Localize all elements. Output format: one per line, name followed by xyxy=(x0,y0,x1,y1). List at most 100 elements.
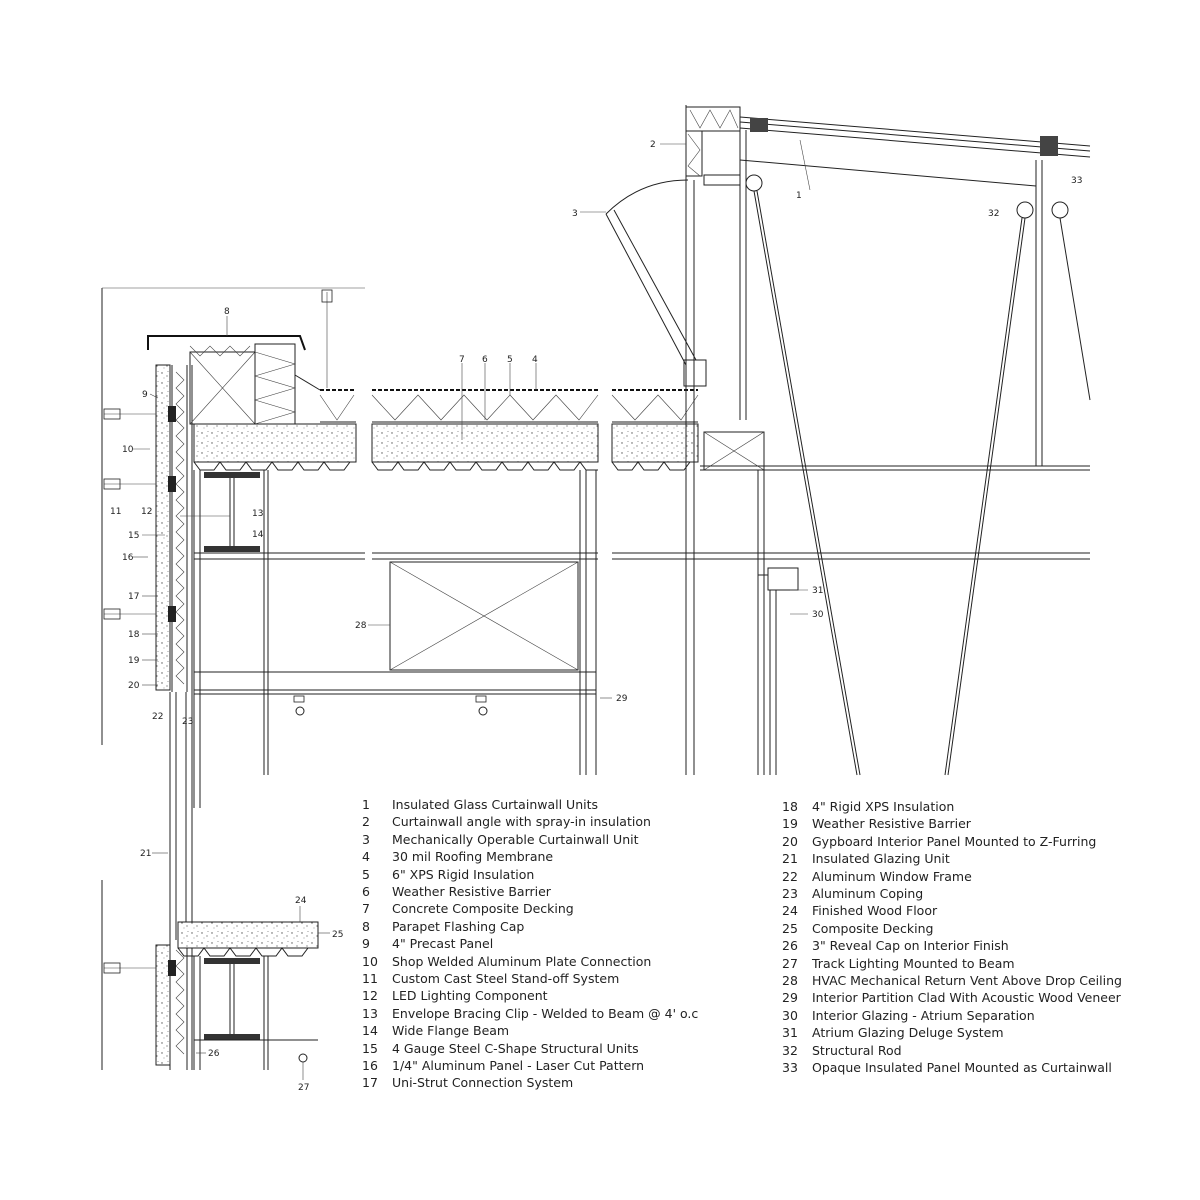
legend-item-number: 21 xyxy=(782,851,798,867)
legend-item-text: Shop Welded Aluminum Plate Connection xyxy=(392,953,652,969)
legend-item: 29 Interior Partition Clad With Acoustic … xyxy=(782,989,1121,1006)
callout-8: 8 xyxy=(224,307,230,317)
legend-item-text: HVAC Mechanical Return Vent Above Drop C… xyxy=(812,973,1122,988)
callout-1: 1 xyxy=(796,191,802,201)
legend-item-number: 24 xyxy=(782,903,798,919)
legend-item-number: 16 xyxy=(362,1058,378,1073)
callout-6: 6 xyxy=(482,355,488,365)
callout-29: 29 xyxy=(616,694,628,704)
callout-leaders xyxy=(133,139,811,1080)
legend-item-text: 3" Reveal Cap on Interior Finish xyxy=(812,938,1009,954)
legend-item-text: Gypboard Interior Panel Mounted to Z-Fur… xyxy=(812,833,1097,849)
legend-item-number: 32 xyxy=(782,1042,798,1058)
callout-18: 18 xyxy=(128,630,140,640)
legend-item-number: 18 xyxy=(782,799,798,814)
legend-item-text: Insulated Glass Curtainwall Units xyxy=(392,797,598,812)
legend-item-number: 22 xyxy=(782,868,798,884)
callout-5: 5 xyxy=(507,355,513,365)
legend-item-text: Envelope Bracing Clip - Welded to Beam @… xyxy=(392,1005,699,1021)
standoff-fittings xyxy=(103,406,176,622)
legend-item-text: Curtainwall angle with spray-in insulati… xyxy=(392,814,651,830)
legend-item: 5 6" XPS Rigid Insulation xyxy=(362,866,534,883)
legend-item-number: 2 xyxy=(362,814,370,830)
legend-item: 8 Parapet Flashing Cap xyxy=(362,918,524,935)
interior-framing xyxy=(180,470,1090,808)
legend-item: 2 Curtainwall angle with spray-in insulat… xyxy=(362,813,651,830)
roof-assembly xyxy=(193,389,699,471)
legend-item-text: Custom Cast Steel Stand-off System xyxy=(392,971,620,986)
callout-12: 12 xyxy=(141,507,152,517)
callout-31: 31 xyxy=(812,586,823,596)
legend-item-text: Interior Partition Clad With Acoustic Wo… xyxy=(812,990,1121,1006)
legend-item-number: 25 xyxy=(782,920,798,936)
callout-15: 15 xyxy=(128,531,139,541)
legend-item-number: 9 xyxy=(362,936,370,952)
legend-item-text: Structural Rod xyxy=(812,1042,902,1058)
callout-11: 11 xyxy=(110,507,121,517)
callout-16: 16 xyxy=(122,553,134,563)
legend-item-text: Finished Wood Floor xyxy=(812,903,938,919)
legend-item: 23 Aluminum Coping xyxy=(782,885,923,902)
legend-item-number: 31 xyxy=(782,1025,798,1041)
legend-item-text: Insulated Glazing Unit xyxy=(812,851,950,867)
legend-item-number: 20 xyxy=(782,833,798,849)
callout-2: 2 xyxy=(650,140,656,150)
legend-item: 20 Gypboard Interior Panel Mounted to Z-F… xyxy=(782,833,1096,850)
legend-item-text: LED Lighting Component xyxy=(392,988,548,1004)
callout-26: 26 xyxy=(208,1049,220,1059)
legend-item-text: Uni-Strut Connection System xyxy=(392,1075,574,1091)
legend-item-text: 30 mil Roofing Membrane xyxy=(392,849,554,865)
legend-item: 26 3" Reveal Cap on Interior Finish xyxy=(782,937,1009,954)
legend-item-number: 14 xyxy=(362,1023,378,1039)
callout-17: 17 xyxy=(128,592,139,602)
legend-item: 32 Structural Rod xyxy=(782,1042,902,1059)
legend-item-number: 5 xyxy=(362,866,370,882)
legend-item-number: 10 xyxy=(362,953,378,969)
legend-item-number: 15 xyxy=(362,1040,378,1056)
legend-item-text: Composite Decking xyxy=(812,920,934,936)
legend-item-text: Parapet Flashing Cap xyxy=(392,918,525,934)
legend-item-text: Weather Resistive Barrier xyxy=(812,816,971,832)
callout-28: 28 xyxy=(355,621,367,631)
callout-24: 24 xyxy=(295,896,307,906)
legend-item-number: 7 xyxy=(362,901,370,917)
legend-item: 15 4 Gauge Steel C-Shape Structural Units xyxy=(362,1040,639,1057)
callout-14: 14 xyxy=(252,530,264,540)
legend-item-number: 3 xyxy=(362,831,370,847)
legend-item-number: 1 xyxy=(362,797,370,812)
atrium-curtainwall xyxy=(605,105,1091,776)
legend-item-text: 4 Gauge Steel C-Shape Structural Units xyxy=(392,1040,639,1056)
legend-item-text: Atrium Glazing Deluge System xyxy=(812,1025,1004,1041)
legend-item-text: Aluminum Coping xyxy=(812,886,924,901)
callout-23: 23 xyxy=(182,717,193,727)
legend-item-number: 29 xyxy=(782,990,798,1006)
legend-item-number: 8 xyxy=(362,918,370,934)
legend-item-number: 27 xyxy=(782,955,798,971)
legend-item: 24 Finished Wood Floor xyxy=(782,902,937,919)
legend-item-text: 6" XPS Rigid Insulation xyxy=(392,866,535,882)
legend-item-number: 12 xyxy=(362,988,378,1004)
legend-item-text: Weather Resistive Barrier xyxy=(392,884,551,899)
callout-4: 4 xyxy=(532,355,538,365)
legend-item-number: 23 xyxy=(782,886,798,901)
legend-item-number: 26 xyxy=(782,938,798,954)
legend-item-number: 33 xyxy=(782,1060,798,1075)
legend-item-number: 11 xyxy=(362,971,378,986)
legend-item: 10 Shop Welded Aluminum Plate Connection xyxy=(362,953,651,970)
callout-21: 21 xyxy=(140,849,151,859)
callout-32: 32 xyxy=(988,209,999,219)
callout-25: 25 xyxy=(332,930,343,940)
